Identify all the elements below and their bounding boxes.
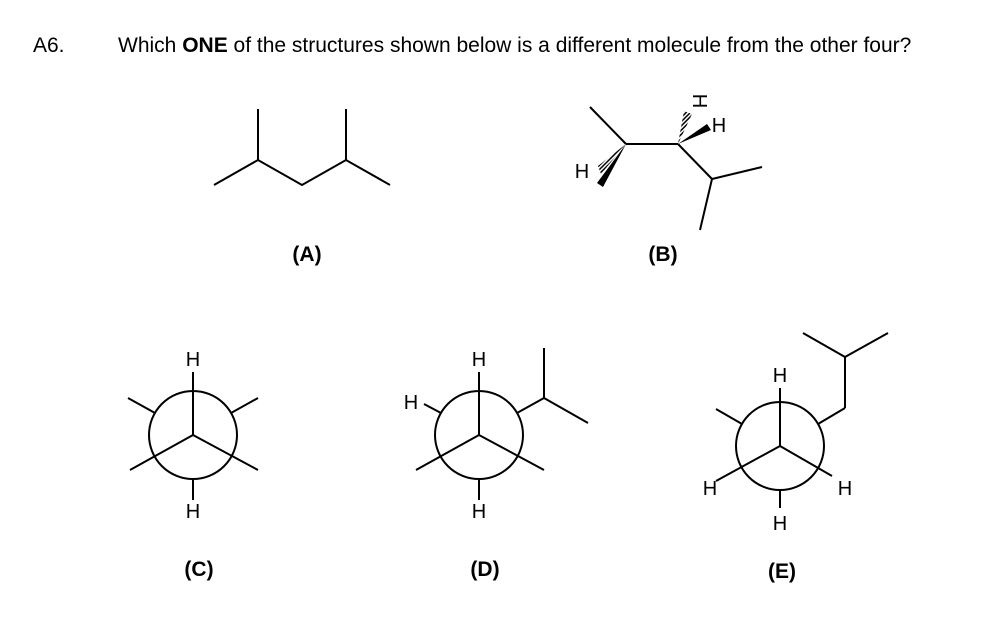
- question-emphasis: ONE: [182, 34, 228, 57]
- question-text-end: of the structures shown below is a diffe…: [227, 34, 912, 57]
- structure-a-chain: [213, 158, 391, 187]
- structure-b-hashed-bond: [598, 144, 626, 174]
- structure-c-front-bond: [129, 434, 194, 471]
- structure-e-back-bond: [817, 407, 846, 425]
- structure-a-label: (A): [292, 243, 321, 266]
- structure-b-label: (B): [648, 243, 677, 266]
- structure-e-side-chain-bond: [802, 332, 846, 358]
- structure-b-wedge-bond: [597, 144, 626, 187]
- structure-d-back-bond: [516, 397, 545, 414]
- structure-d: H H H: [404, 348, 589, 523]
- structure-e-front-bond: [715, 445, 781, 482]
- structure-c-back-bond: [127, 397, 156, 414]
- structure-a: [213, 109, 391, 187]
- structure-b-hashed-bond: [678, 111, 692, 144]
- structure-e: H H H H: [703, 332, 889, 535]
- structure-b-atom-h: H: [575, 161, 589, 183]
- structure-e-atom-h: H: [773, 513, 787, 535]
- structure-e-side-chain-bond: [844, 332, 889, 358]
- structure-d-front-bond: [478, 434, 545, 471]
- structure-d-atom-h: H: [472, 501, 486, 523]
- structure-d-isopropyl-bond: [543, 397, 589, 424]
- structure-d-atom-h: H: [472, 349, 486, 371]
- structure-e-atom-h: H: [703, 478, 717, 500]
- structure-b-wedge-bond: [678, 124, 711, 144]
- structure-c-label: (C): [184, 558, 213, 581]
- structure-d-atom-h: H: [404, 392, 418, 414]
- structure-d-back-bond: [423, 403, 442, 414]
- structure-e-back-bond: [715, 408, 743, 425]
- structure-c-front-bond: [192, 434, 259, 471]
- structure-c: H H: [127, 349, 259, 523]
- structure-c-atom-h: H: [186, 501, 200, 523]
- question-text: Which ONE of the structures shown below …: [118, 34, 911, 58]
- structure-e-label: (E): [768, 560, 796, 583]
- structure-e-atom-h: H: [773, 365, 787, 387]
- structure-b-atom-h: H: [688, 94, 710, 108]
- question-number: A6.: [33, 34, 65, 57]
- structure-b-bond: [677, 143, 713, 180]
- structure-b-bond: [699, 178, 713, 231]
- structure-b-atom-h: H: [712, 115, 726, 137]
- structure-d-label: (D): [470, 558, 499, 581]
- structure-e-front-bond: [779, 445, 833, 477]
- structure-e-atom-h: H: [838, 478, 852, 500]
- structure-b-bond: [589, 106, 627, 145]
- structure-d-front-bond: [415, 434, 480, 471]
- structure-b: H H H: [575, 94, 763, 231]
- structure-b-bond: [711, 166, 763, 180]
- question-text-start: Which: [118, 34, 183, 57]
- structure-c-atom-h: H: [186, 349, 200, 371]
- structure-c-back-bond: [230, 397, 259, 414]
